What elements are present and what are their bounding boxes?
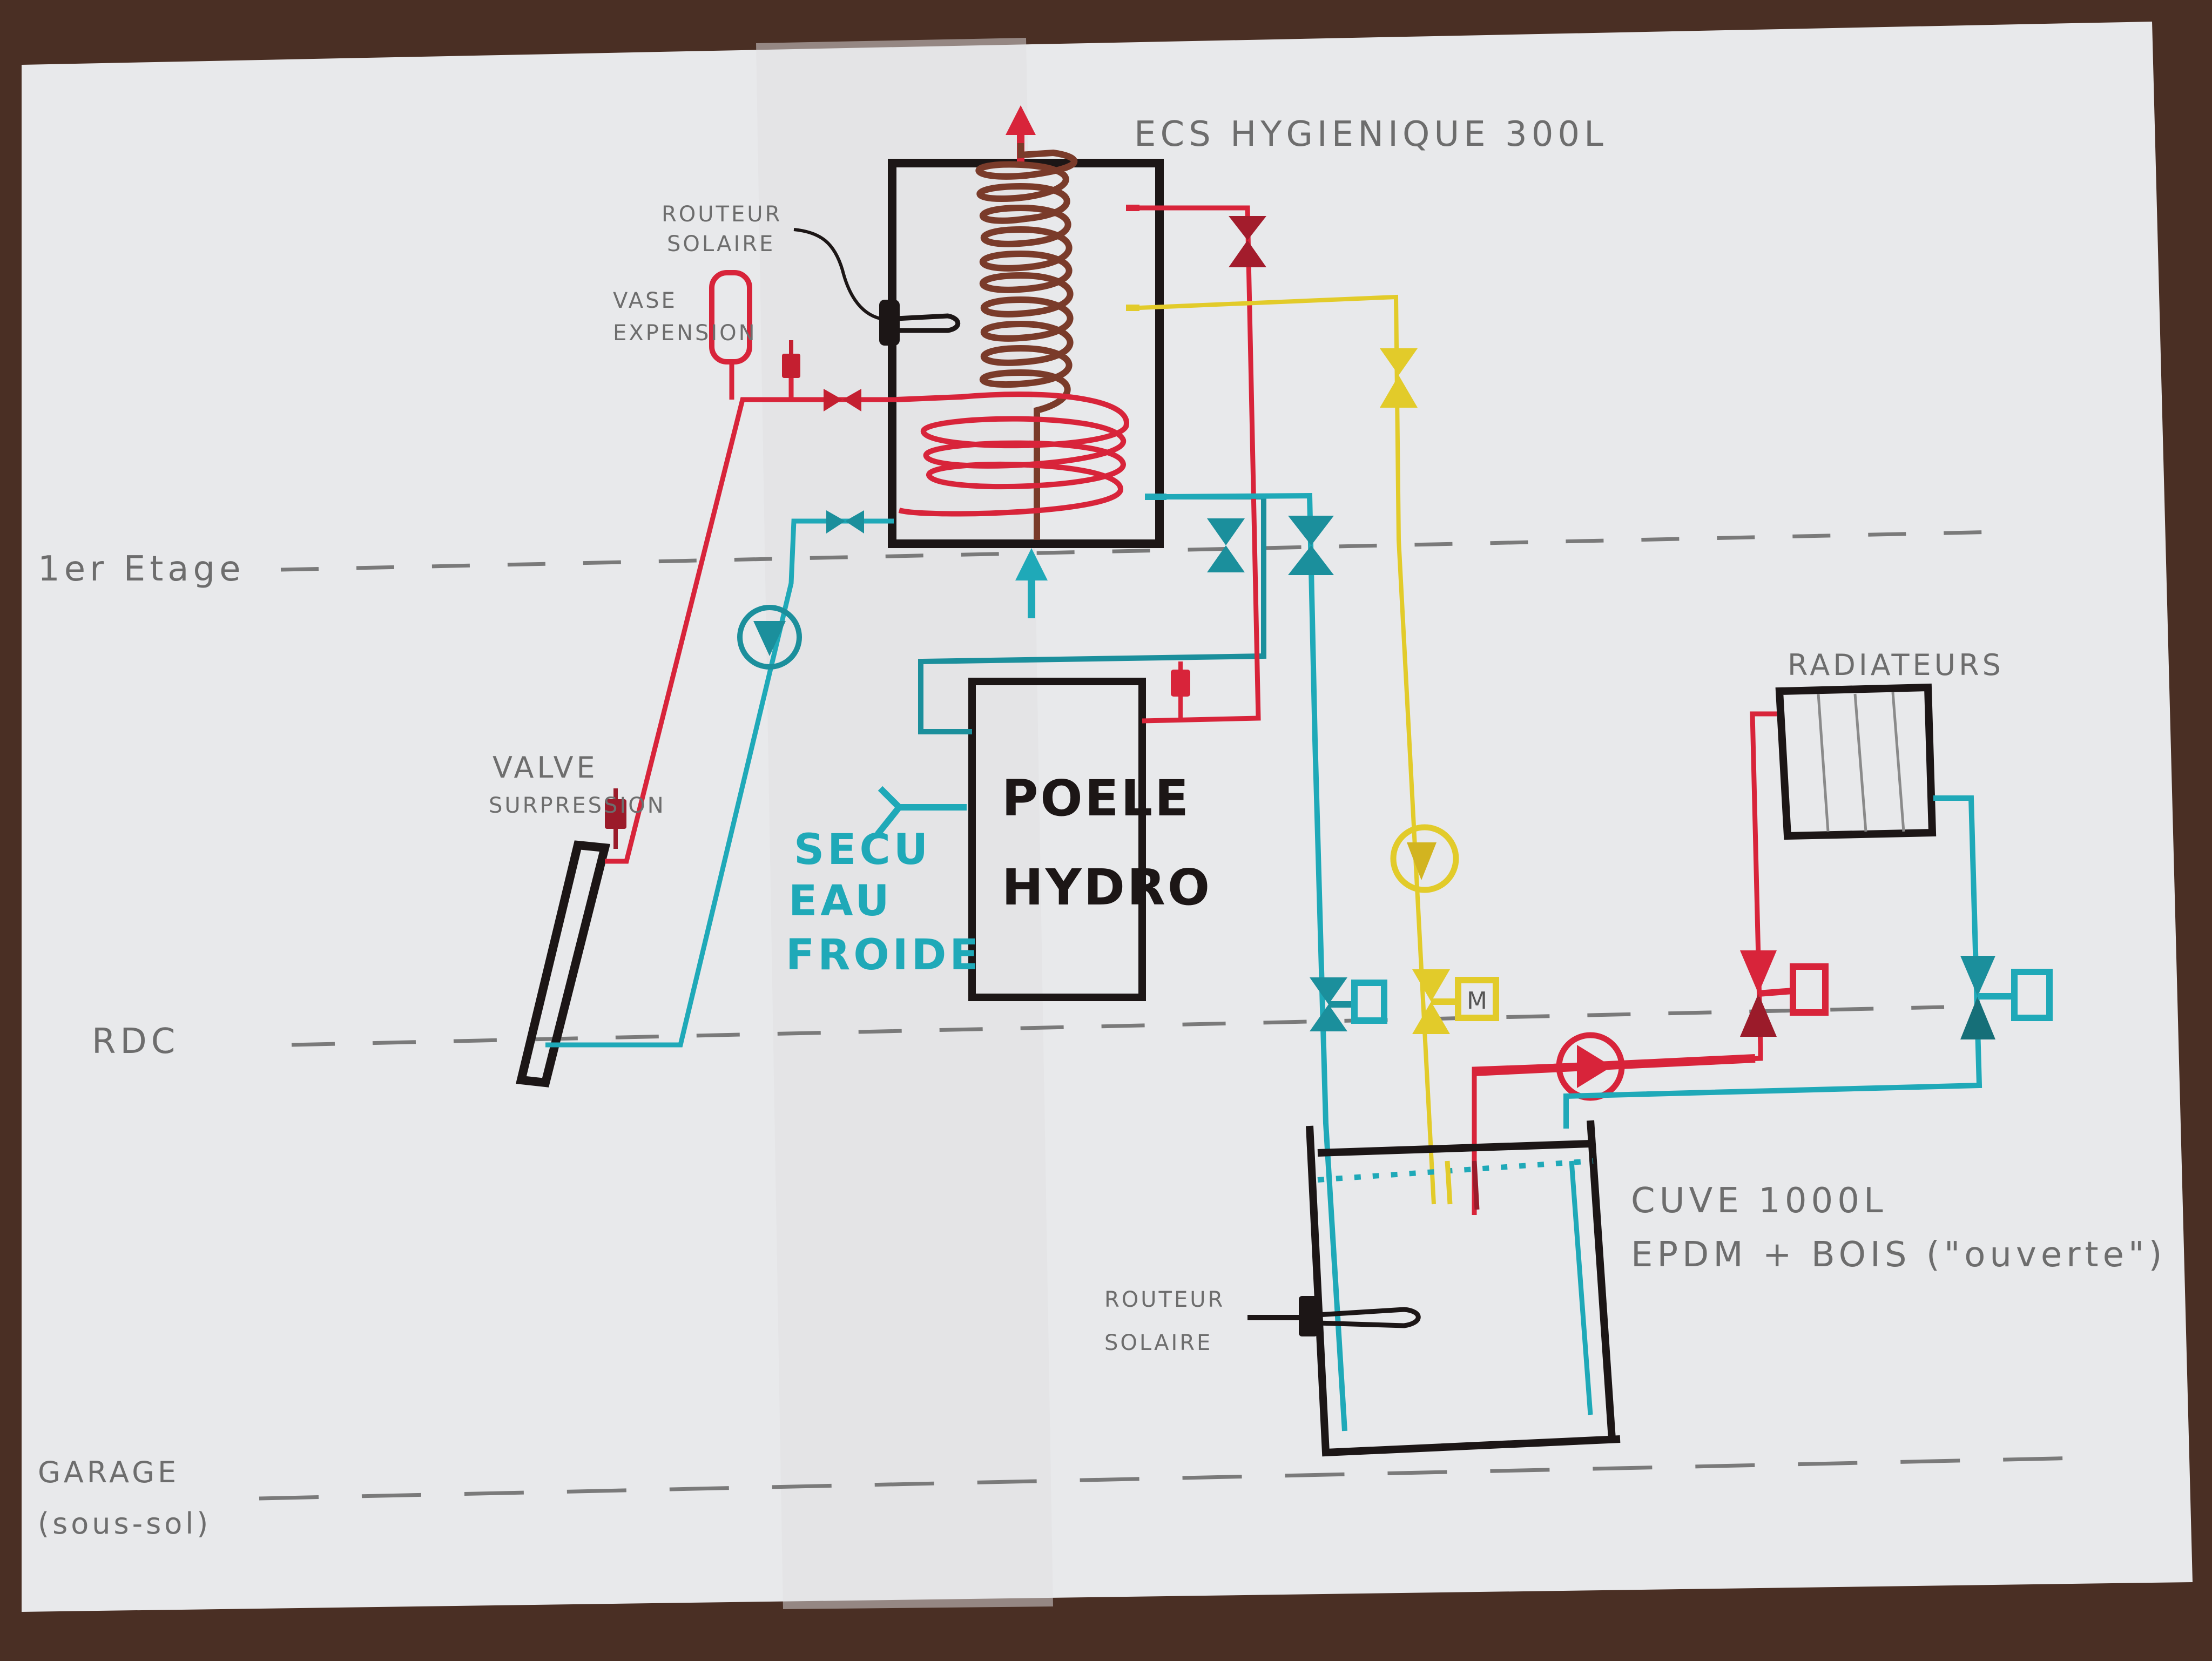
- solar-collector-panel: [516, 840, 611, 1088]
- circulator-pump-radiator-icon: [1474, 1032, 1756, 1101]
- cuve-label-2: EPDM + BOIS ("ouverte"): [1631, 1235, 2166, 1275]
- radiator-icon: [1775, 683, 1937, 840]
- valve-surpression-label-1: VALVE: [493, 751, 598, 785]
- level-line-etage: [280, 530, 1999, 572]
- routeur-solaire-top: [793, 228, 961, 346]
- valve-red-poele-icon: [1229, 216, 1266, 267]
- cuve-tank: [1306, 1120, 1621, 1457]
- poele-label-2: HYDRO: [1002, 859, 1212, 916]
- motorized-valve-blue-icon: [1310, 977, 1387, 1031]
- motorized-valve-yellow-icon: M: [1412, 969, 1499, 1034]
- cuve-yellow-dip-pipe: [1445, 1160, 1453, 1205]
- routeur-solaire-bottom: [1247, 1296, 1421, 1336]
- valve-blue-cuve-icon: [1288, 516, 1334, 575]
- secu-label-3: FROIDE: [786, 931, 982, 980]
- ecs-tank-label: ECS HYGIENIQUE 300L: [1134, 114, 1608, 154]
- valve-surpression-label-2: SURPRESSION: [489, 793, 666, 818]
- routeur-bottom-label-2: SOLAIRE: [1104, 1331, 1212, 1355]
- routeur-top-label-2: SOLAIRE: [667, 232, 775, 256]
- motorized-valve-red-icon: [1740, 950, 1829, 1037]
- routeur-cable: [793, 228, 881, 320]
- secu-label-2: EAU: [788, 877, 893, 926]
- solar-hot-pipe: [605, 362, 896, 864]
- routeur-top-label-1: ROUTEUR: [662, 202, 782, 227]
- routeur-probe-icon: [879, 300, 900, 346]
- cuve-red-dip-pipe: [1472, 1160, 1480, 1210]
- pressure-relief-valve-icon: [605, 788, 626, 849]
- ecs-tank: [888, 105, 1166, 618]
- ecs-coil-red: [896, 391, 1129, 517]
- secu-label-1: SECU: [794, 826, 931, 874]
- motor-label-m: M: [1467, 987, 1487, 1015]
- air-vent-poele-icon: [1171, 661, 1190, 718]
- valve-yellow-icon: [1380, 348, 1418, 408]
- hot-water-out-arrow-icon: [1006, 105, 1036, 135]
- air-vent-icon: [782, 340, 800, 378]
- yellow-line-pipe: [1139, 294, 1436, 1205]
- level-line-rdc: [291, 1005, 1945, 1047]
- routeur-bottom-probe-icon: [1299, 1296, 1318, 1336]
- poele-label-1: POELE: [1002, 769, 1191, 827]
- pump-yellow-icon: [1390, 824, 1459, 893]
- paper-shadow-band: [756, 38, 1053, 1609]
- level-label-etage: 1er Etage: [38, 549, 245, 589]
- vase-label-1: VASE: [613, 288, 677, 313]
- valve-blue-solar-icon: [826, 510, 864, 534]
- safety-cold-water-inlet: [875, 786, 967, 836]
- cuve-label-1: CUVE 1000L: [1631, 1181, 1887, 1221]
- level-label-garage-sub: (sous-sol): [38, 1507, 211, 1541]
- valve-blue-poele-1-icon: [1207, 518, 1245, 572]
- poele-flow-pipe: [1139, 205, 1261, 724]
- level-label-rdc: RDC: [92, 1022, 179, 1062]
- radiateurs-label: RADIATEURS: [1788, 648, 2004, 682]
- vase-label-2: EXPENSION: [613, 321, 757, 346]
- poele-hydro-box: [968, 678, 1146, 1001]
- radiator-supply-pipe: [1472, 711, 1777, 1215]
- level-label-garage: GARAGE: [38, 1455, 179, 1489]
- radiator-return-pipe: [1563, 795, 1982, 1129]
- ecs-coil-brown: [975, 143, 1078, 540]
- cuve-return-dip-pipe: [1569, 1160, 1593, 1415]
- cuve-supply-pipe: [1166, 492, 1347, 1432]
- cold-water-in-arrow-icon: [1015, 548, 1048, 580]
- paper-sheet: [22, 22, 2193, 1612]
- routeur-bottom-label-1: ROUTEUR: [1104, 1287, 1225, 1312]
- circulator-pump-solar-icon: [737, 605, 802, 670]
- motorized-valve-blue-radiator-icon: [1960, 956, 2053, 1039]
- valve-red-solar-icon: [824, 389, 861, 411]
